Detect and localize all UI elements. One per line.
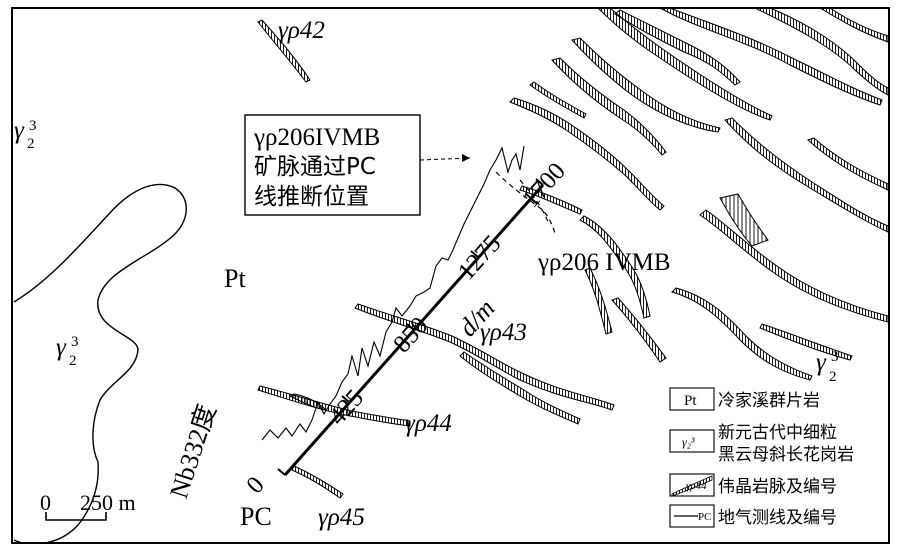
pegmatite-dike bbox=[819, 8, 889, 43]
svg-text:PC: PC bbox=[698, 511, 711, 523]
legend-swatch-pt bbox=[669, 387, 715, 411]
pegmatite-dike bbox=[659, 8, 883, 106]
dike-rho43-branch bbox=[459, 351, 581, 425]
legend-label-schist: 冷家溪群片岩 bbox=[718, 391, 820, 411]
pegmatite-dike bbox=[807, 137, 889, 191]
soil-gas-profile-curve bbox=[261, 145, 525, 441]
svg-text:3: 3 bbox=[831, 349, 839, 365]
svg-text:γ: γ bbox=[14, 117, 25, 144]
annotation-pointer bbox=[419, 157, 471, 161]
granite-contact-line bbox=[13, 183, 187, 543]
survey-line-name: PC bbox=[240, 502, 272, 531]
unit-label-granite-left: γ 3 2 bbox=[56, 334, 79, 369]
unit-label-pt: Pt bbox=[224, 264, 246, 293]
svg-text:γ: γ bbox=[56, 334, 67, 361]
pegmatite-dike bbox=[614, 9, 741, 86]
station-ticks bbox=[277, 178, 544, 476]
annotation-line-1: γρ206IVMB bbox=[253, 124, 380, 151]
unit-label-granite-upper-left: γ 3 2 bbox=[14, 117, 37, 152]
label-rho44: γρ44 bbox=[405, 410, 452, 437]
svg-text:0: 0 bbox=[40, 490, 51, 515]
legend-swatch-granite bbox=[669, 429, 715, 453]
pegmatite-dike bbox=[671, 287, 813, 381]
arrow-head-icon bbox=[462, 154, 470, 162]
inferred-vein-dashed bbox=[519, 179, 549, 223]
svg-text:2: 2 bbox=[829, 369, 837, 385]
pegmatite-dike bbox=[597, 8, 773, 121]
pegmatite-dike bbox=[759, 323, 853, 361]
svg-text:250 m: 250 m bbox=[80, 490, 136, 515]
inferred-vein-dashed bbox=[495, 171, 557, 237]
pegmatite-dikes-middle bbox=[257, 19, 615, 499]
pegmatite-dike bbox=[579, 215, 651, 319]
svg-text:3: 3 bbox=[71, 334, 79, 350]
label-rho206: γρ206 IVMB bbox=[537, 249, 671, 276]
unit-label-granite-right: γ 3 2 bbox=[816, 349, 839, 385]
pegmatite-dike bbox=[611, 297, 667, 363]
dike-rho42 bbox=[257, 19, 311, 83]
svg-text:γρ44: γρ44 bbox=[686, 480, 707, 492]
legend-label-survey: 地气测线及编号 bbox=[718, 508, 837, 528]
pegmatite-dike bbox=[754, 8, 889, 96]
svg-text:Pt: Pt bbox=[684, 393, 697, 409]
label-rho42: γρ42 bbox=[278, 17, 325, 44]
pegmatite-dike bbox=[571, 37, 721, 133]
pegmatite-dike bbox=[509, 97, 665, 211]
legend-label-granite-1: 新元古代中细粒 bbox=[718, 423, 837, 443]
scale-bar: 0 250 m bbox=[40, 490, 136, 521]
pegmatite-dike bbox=[699, 209, 889, 323]
legend: Pt 冷家溪群片岩 γ₂³ 新元古代中细粒 黑云母斜长花岗岩 γρ44 伟晶岩脉… bbox=[666, 382, 888, 540]
dike-rho43 bbox=[354, 303, 615, 411]
label-rho45: γρ45 bbox=[318, 504, 365, 531]
legend-label-granite-2: 黑云母斜长花岗岩 bbox=[718, 445, 854, 465]
pegmatite-dike bbox=[724, 117, 889, 233]
pegmatite-dike bbox=[584, 267, 613, 335]
annotation-line-2: 矿脉通过PC bbox=[254, 154, 376, 180]
annotation-line-3: 线推断位置 bbox=[254, 184, 369, 210]
dike-rho45 bbox=[291, 465, 344, 499]
svg-text:2: 2 bbox=[69, 353, 77, 369]
svg-text:γ: γ bbox=[816, 349, 827, 376]
pegmatite-dike bbox=[551, 57, 667, 156]
svg-text:3: 3 bbox=[29, 118, 37, 134]
legend-label-pegmatite: 伟晶岩脉及编号 bbox=[718, 477, 837, 497]
svg-text:γ₂³: γ₂³ bbox=[682, 435, 695, 449]
pegmatite-dike bbox=[719, 193, 769, 247]
pegmatite-dike bbox=[529, 81, 587, 119]
label-rho43: γρ43 bbox=[480, 319, 527, 346]
svg-text:2: 2 bbox=[27, 136, 35, 152]
annotation-box: γρ206IVMB 矿脉通过PC 线推断位置 bbox=[244, 114, 421, 216]
